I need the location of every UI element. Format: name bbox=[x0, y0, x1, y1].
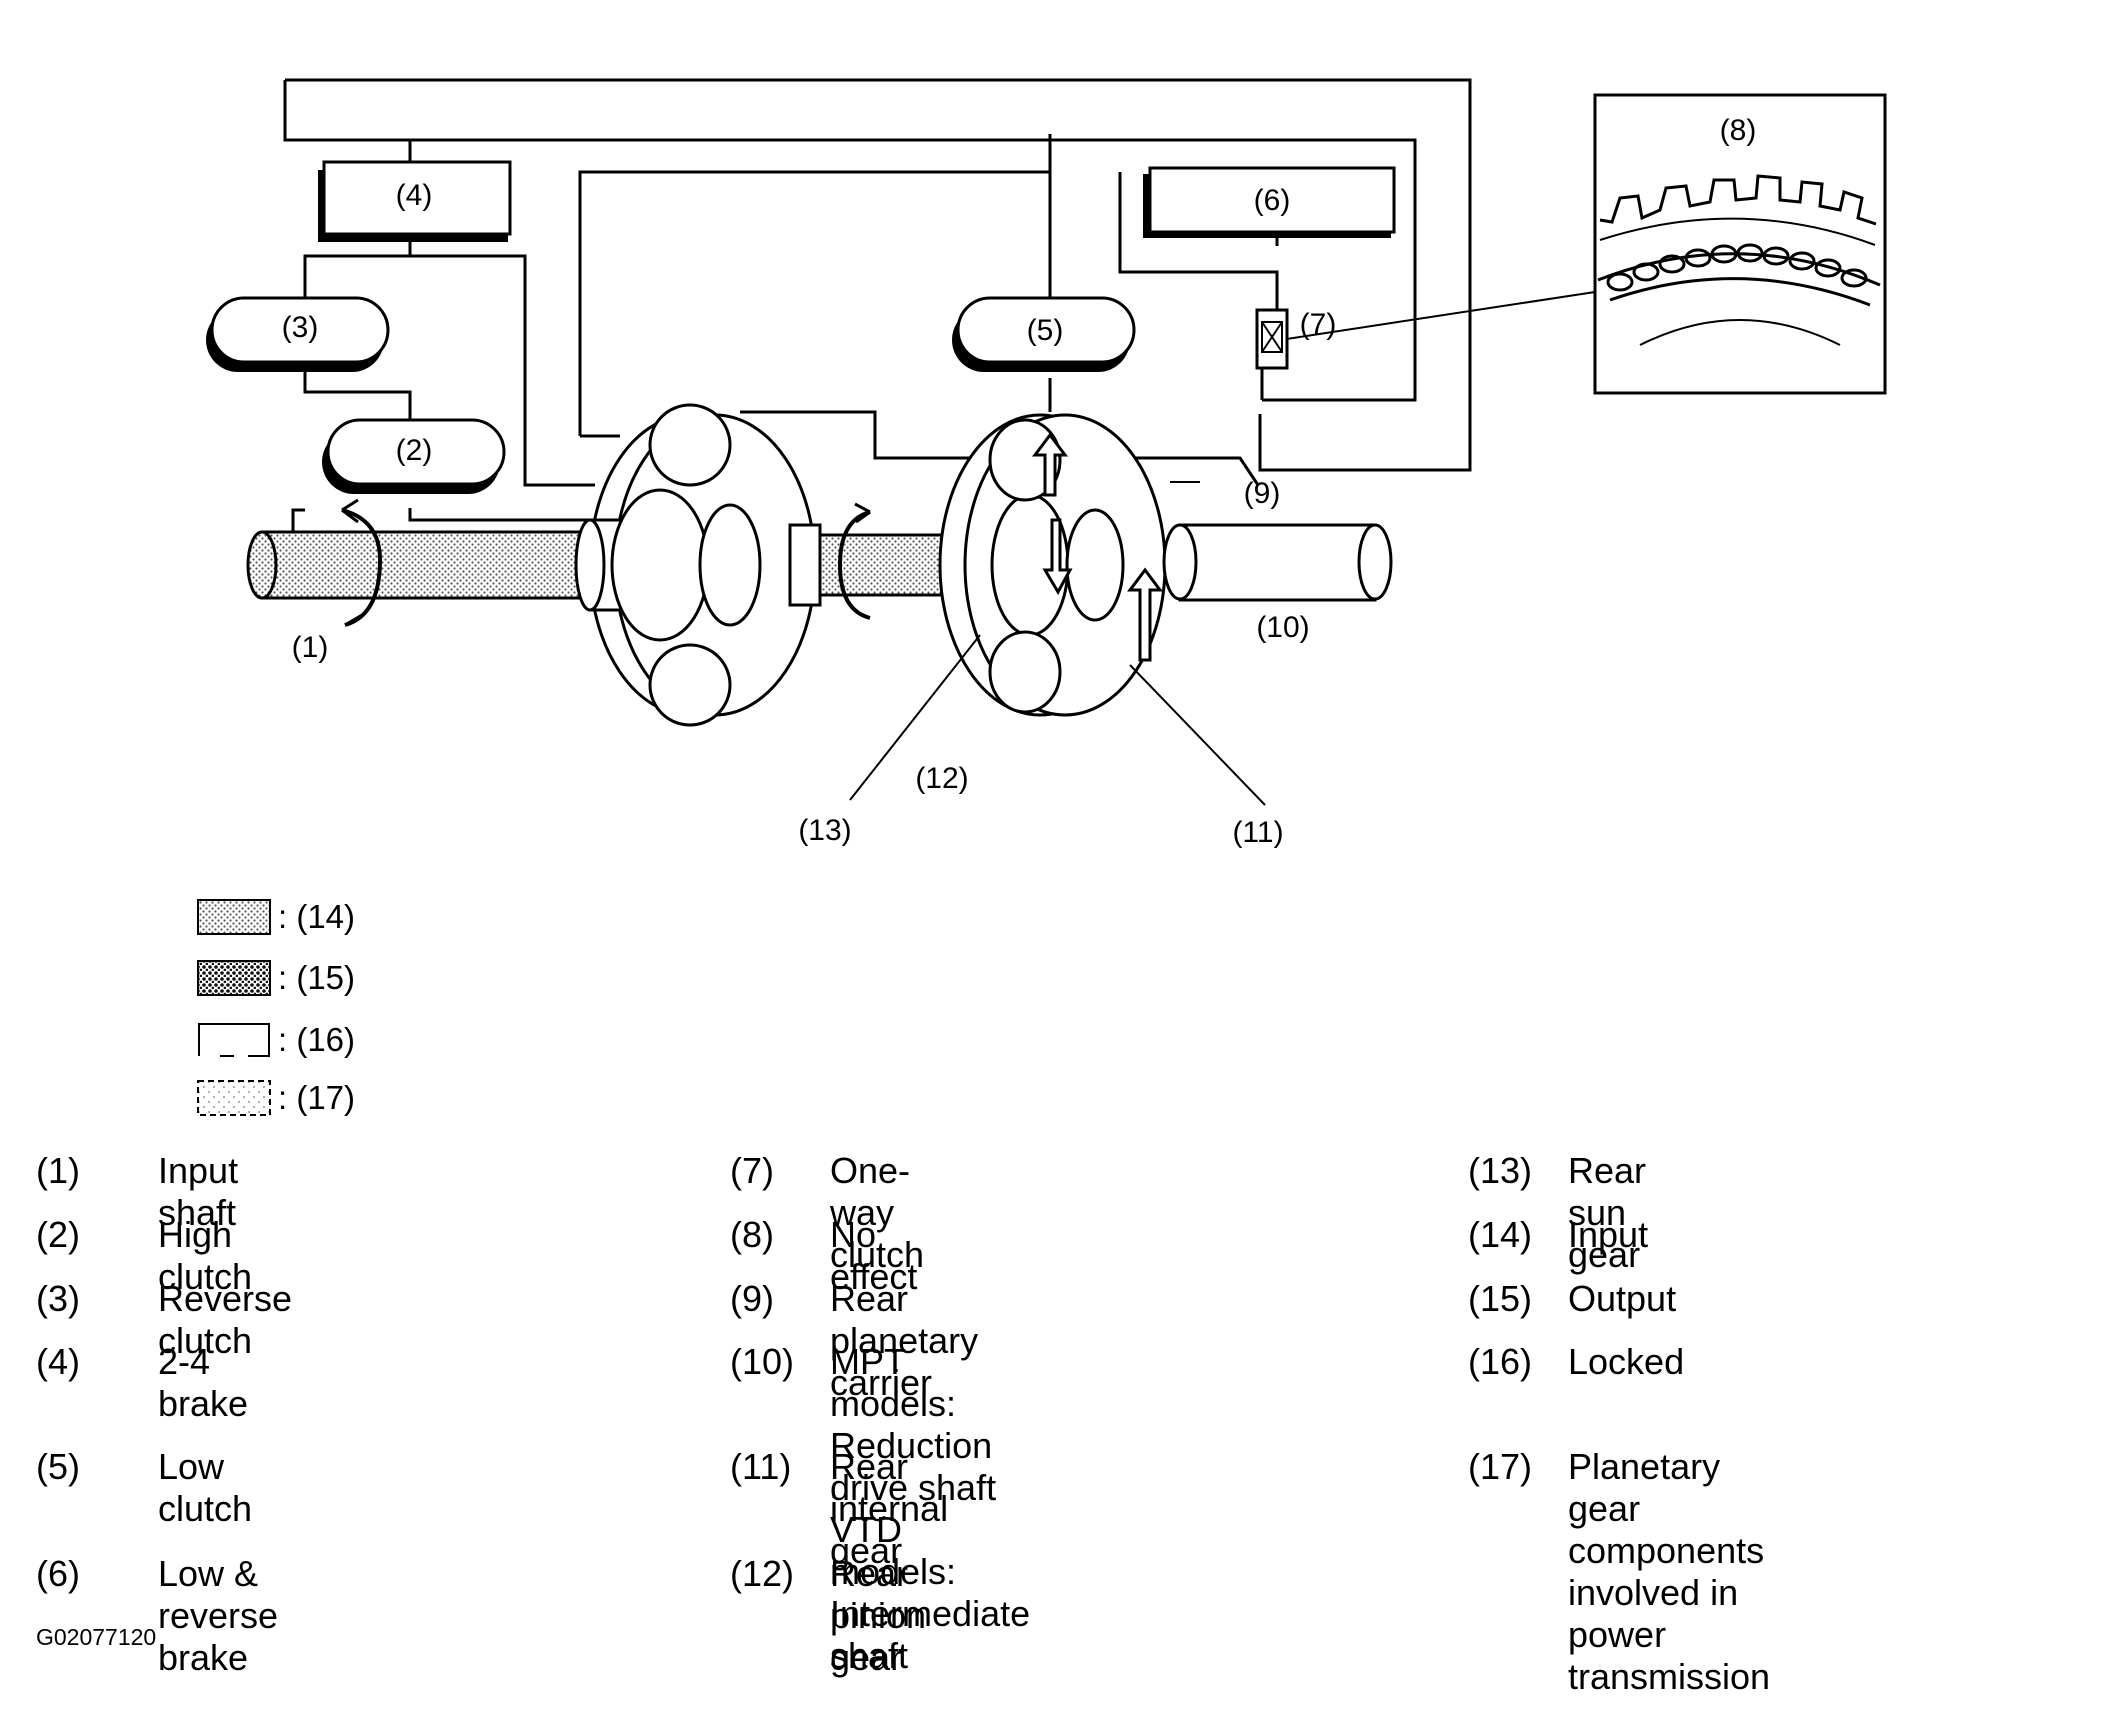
high-clutch bbox=[322, 418, 506, 494]
key-number: (15) bbox=[1468, 1278, 1533, 1319]
callout-13: (13) bbox=[798, 814, 851, 847]
legend-planetary: : (17) bbox=[196, 1076, 355, 1120]
key-text: Reverse clutch bbox=[158, 1278, 293, 1361]
key-text: High clutch bbox=[158, 1214, 253, 1297]
key-number: (6) bbox=[36, 1553, 80, 1594]
key-text: Rear internal gear bbox=[830, 1446, 949, 1571]
legend-label: : (16) bbox=[278, 1021, 356, 1058]
callout-5: (5) bbox=[1027, 314, 1064, 347]
one-way-clutch-symbol bbox=[1255, 308, 1289, 370]
key-text: Low & reverse brake bbox=[158, 1553, 279, 1678]
legend-output: : (15) bbox=[196, 956, 355, 1000]
rear-planetary-gear bbox=[938, 413, 1167, 717]
key-text: 2-4 brake bbox=[158, 1341, 249, 1424]
key-text: Planetary gear components involved in po… bbox=[1568, 1446, 1771, 1697]
callout-3: (3) bbox=[282, 311, 319, 344]
key-number: (9) bbox=[730, 1278, 774, 1319]
key-number: (16) bbox=[1468, 1341, 1533, 1382]
key-number: (10) bbox=[730, 1341, 795, 1382]
key-text: Rear sun gear bbox=[1568, 1150, 1647, 1275]
legend-locked: : (16) bbox=[196, 1018, 355, 1062]
low-reverse-brake bbox=[1143, 166, 1396, 238]
key-number: (3) bbox=[36, 1278, 80, 1319]
key-text: Rear planetary carrier bbox=[830, 1278, 979, 1403]
gear-train-diagram: (4) (6) (3) (5) (7) (2) (8) (9) (10) (1)… bbox=[206, 78, 1887, 849]
key-text: Input bbox=[1568, 1214, 1649, 1255]
rotation-arrows bbox=[1032, 432, 1163, 662]
key-text: Input shaft bbox=[158, 1150, 239, 1233]
key-number: (8) bbox=[730, 1214, 774, 1255]
key-number: (2) bbox=[36, 1214, 80, 1255]
key-number: (17) bbox=[1468, 1446, 1533, 1487]
key-text: Output bbox=[1568, 1278, 1677, 1319]
callout-7: (7) bbox=[1300, 308, 1337, 341]
low-clutch bbox=[952, 296, 1136, 372]
callout-9: (9) bbox=[1244, 477, 1281, 510]
callout-12: (12) bbox=[915, 762, 968, 795]
callout-10: (10) bbox=[1256, 611, 1309, 644]
front-planetary-gear bbox=[574, 403, 822, 727]
callout-4: (4) bbox=[396, 179, 433, 212]
light-dots-swatch bbox=[197, 899, 271, 935]
key-text: One-way clutch bbox=[830, 1150, 925, 1275]
key-text: MPT models: Reduction drive shaft VTD mo… bbox=[830, 1341, 1031, 1676]
key-text: No effect bbox=[830, 1214, 918, 1297]
key-number: (13) bbox=[1468, 1150, 1533, 1191]
legend-label: : (15) bbox=[278, 959, 356, 996]
key-number: (5) bbox=[36, 1446, 80, 1487]
dense-dots-swatch bbox=[197, 960, 271, 996]
reverse-clutch bbox=[206, 296, 390, 372]
legend-label: : (14) bbox=[278, 898, 356, 935]
callout-1: (1) bbox=[292, 631, 329, 664]
key-number: (1) bbox=[36, 1150, 80, 1191]
callout-6: (6) bbox=[1254, 184, 1291, 217]
key-number: (12) bbox=[730, 1553, 795, 1594]
legend-label: : (17) bbox=[278, 1079, 356, 1116]
key-number: (7) bbox=[730, 1150, 774, 1191]
dashed-box-swatch bbox=[198, 1023, 270, 1057]
key-text: Low clutch bbox=[158, 1446, 253, 1529]
one-way-clutch-detail bbox=[1593, 93, 1887, 395]
callout-8: (8) bbox=[1720, 114, 1757, 147]
legend-input: : (14) bbox=[196, 895, 355, 939]
sparse-dots-swatch bbox=[197, 1080, 271, 1116]
leader-lines bbox=[849, 481, 1266, 806]
key-number: (14) bbox=[1468, 1214, 1533, 1255]
key-text: Locked bbox=[1568, 1341, 1685, 1382]
input-shaft bbox=[246, 498, 604, 627]
figure-id: G02077120 bbox=[36, 1624, 157, 1650]
brake-2-4 bbox=[318, 160, 512, 242]
key-text: Rear pinion gear bbox=[830, 1553, 927, 1678]
key-number: (4) bbox=[36, 1341, 80, 1382]
callout-11: (11) bbox=[1232, 816, 1283, 849]
output-shaft bbox=[1162, 523, 1393, 602]
key-number: (11) bbox=[730, 1446, 792, 1487]
callout-2: (2) bbox=[396, 434, 433, 467]
